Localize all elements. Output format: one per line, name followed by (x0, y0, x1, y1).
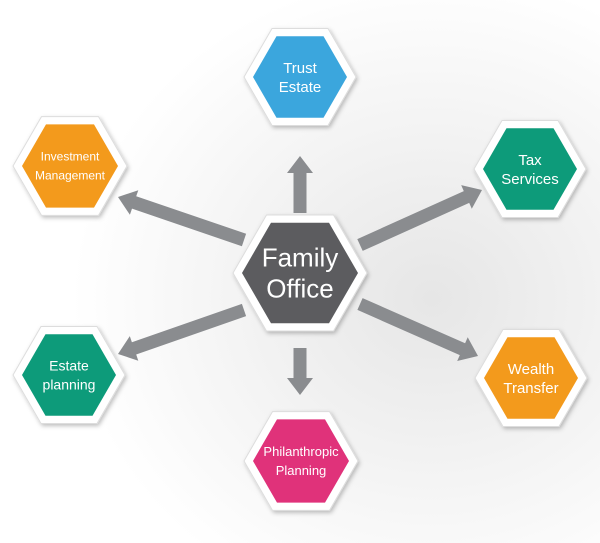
node-estate-planning: Estate planning (12, 326, 126, 424)
node-philanthropic-planning-label-line-2: Planning (276, 463, 327, 478)
node-philanthropic-planning-label-line-1: Philanthropic (263, 444, 339, 459)
center-label-line-1: Family (262, 243, 339, 273)
nodes-layer: TrustEstateInvestmentManagementTaxServic… (12, 28, 588, 511)
arrow-2 (118, 190, 247, 247)
center-label-line-2: Office (266, 274, 333, 304)
arrow-5 (357, 298, 478, 361)
node-trust-estate-label-line-2: Estate (279, 79, 322, 96)
arrow-3 (357, 185, 482, 251)
node-investment-management-hexagon (22, 124, 118, 208)
node-estate-planning-hexagon (22, 334, 116, 416)
node-family-office-hexagon (242, 222, 358, 324)
node-philanthropic-planning-hexagon (253, 419, 349, 503)
node-estate-planning-label-line-1: Estate (49, 357, 89, 373)
node-wealth-transfer-label-line-2: Transfer (503, 380, 558, 397)
node-tax-services-hexagon (483, 128, 577, 210)
node-trust-estate-hexagon (253, 36, 347, 118)
node-tax-services-label-line-1: Tax (518, 152, 542, 169)
arrow-4 (118, 303, 247, 361)
node-wealth-transfer-label-line-1: Wealth (508, 361, 554, 378)
node-trust-estate-label-line-1: Trust (283, 60, 317, 77)
arrow-6 (287, 348, 313, 395)
arrows-layer (118, 156, 482, 395)
node-estate-planning-label-line-2: planning (43, 376, 96, 392)
node-wealth-transfer-hexagon (484, 337, 578, 419)
arrow-1 (287, 156, 313, 213)
node-investment-management-label-line-1: Investment (41, 150, 100, 164)
node-investment-management-label-line-2: Management (35, 169, 106, 183)
node-tax-services-label-line-2: Services (501, 171, 559, 188)
